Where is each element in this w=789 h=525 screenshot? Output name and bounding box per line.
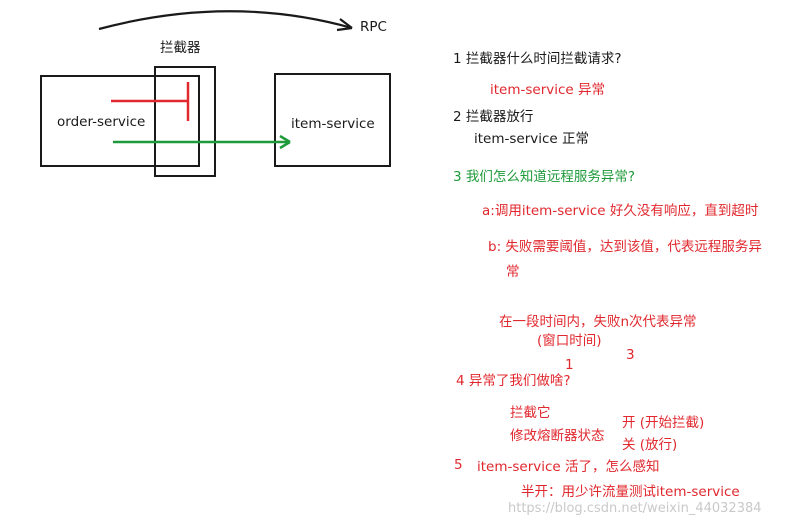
interceptor-box (154, 66, 216, 177)
interceptor-label: 拦截器 (160, 40, 201, 56)
item-service-label: item-service (291, 116, 375, 132)
change-breaker-state: 修改熔断器状态 (510, 428, 605, 444)
mark-5: 5 (454, 457, 463, 473)
intercept-it: 拦截它 (510, 405, 551, 421)
mark-3: 3 (626, 347, 635, 363)
state-close: 关 (放行) (622, 437, 678, 453)
rpc-arrow-curve (98, 10, 353, 31)
state-open: 开 (开始拦截) (622, 415, 705, 431)
answer-3a: a:调用item-service 好久没有响应，直到超时 (482, 203, 759, 219)
order-service-label: order-service (57, 114, 145, 130)
question-4: 4 异常了我们做啥? (456, 373, 571, 389)
window-line1: 在一段时间内，失败n次代表异常 (499, 314, 697, 330)
answer-3b-line2: 常 (506, 264, 520, 280)
service-alive-question: item-service 活了，怎么感知 (477, 459, 660, 475)
window-line2: (窗口时间) (537, 333, 602, 349)
item-service-box (274, 73, 391, 167)
question-2: 2 拦截器放行 (453, 109, 534, 125)
question-1: 1 拦截器什么时间拦截请求? (453, 51, 622, 67)
question-3: 3 我们怎么知道远程服务异常? (453, 169, 636, 185)
watermark: https://blog.csdn.net/weixin_44032384 (508, 501, 762, 516)
half-open-note: 半开：用少许流量测试item-service (521, 484, 740, 500)
answer-1: item-service 异常 (490, 82, 606, 98)
rpc-label: RPC (360, 19, 387, 35)
answer-3b-line1: b: 失败需要阈值，达到该值，代表远程服务异 (488, 239, 762, 255)
answer-2: item-service 正常 (474, 131, 590, 147)
rpc-arrow-head (336, 18, 353, 32)
mark-1: 1 (565, 357, 574, 373)
order-service-box (40, 75, 200, 167)
passed-request-arrowhead (279, 134, 291, 150)
